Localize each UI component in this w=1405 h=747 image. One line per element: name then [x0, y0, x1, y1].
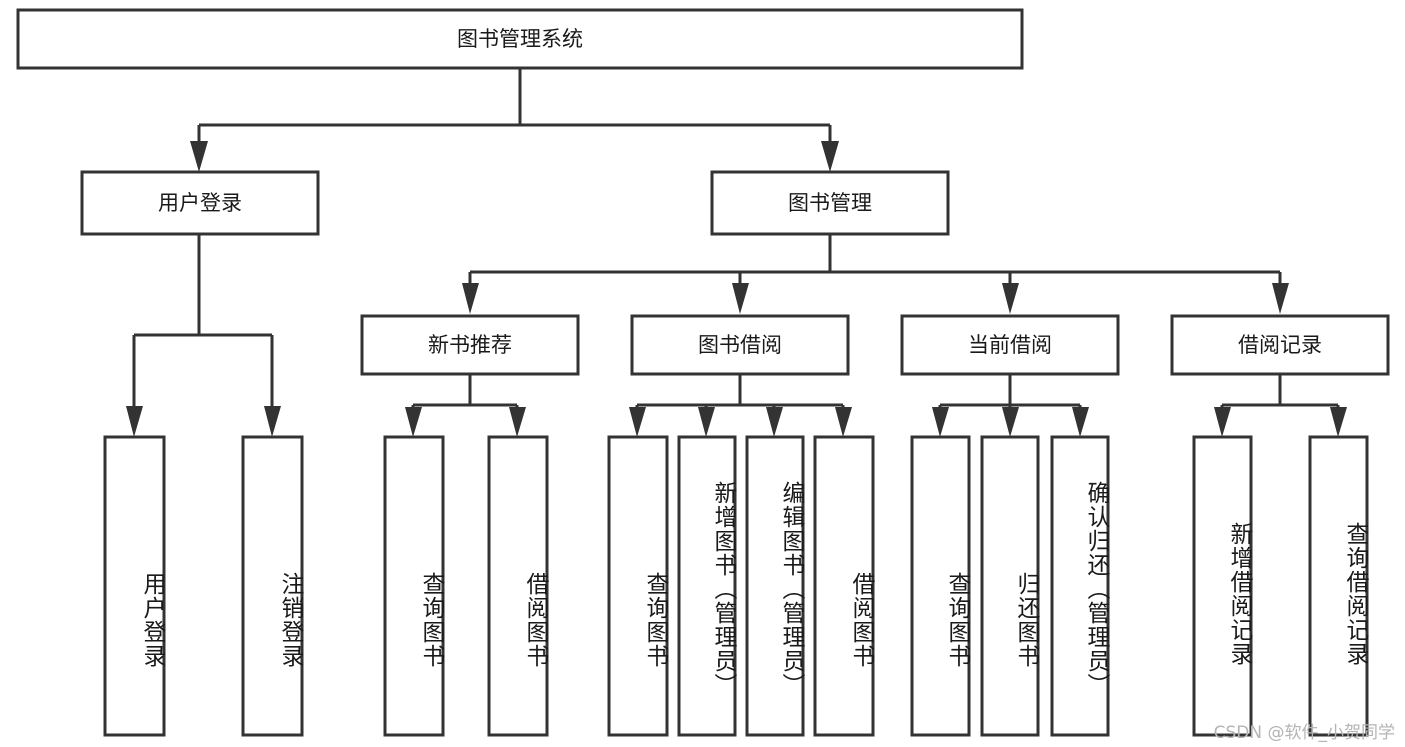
- node-label-leaf-query-book-1: 查询图书: [418, 572, 444, 668]
- node-box-leaf-query-borrow-record[interactable]: [1308, 435, 1369, 737]
- arrow-current-l1: [932, 407, 949, 437]
- node-label-leaf-return-book: 归还图书: [1013, 572, 1039, 668]
- arrow-userlogin-leaf1: [126, 406, 143, 437]
- arrow-borrow-l1: [629, 407, 646, 437]
- node-label-current-borrow: 当前借阅: [968, 333, 1052, 357]
- arrow-records-l2: [1330, 407, 1347, 437]
- arrow-newbook-l1: [405, 407, 422, 437]
- node-box-leaf-borrow-book-2[interactable]: [813, 435, 875, 737]
- node-label-leaf-borrow-book-1: 借阅图书: [522, 572, 548, 668]
- arrow-userlogin-leaf2: [264, 406, 281, 437]
- node-box-new-book-recommend[interactable]: [360, 314, 580, 376]
- watermark-text: CSDN @软件_小贺同学: [1213, 723, 1395, 743]
- connector-group-current: [932, 374, 1089, 437]
- node-label-leaf-query-book-2: 查询图书: [642, 572, 668, 668]
- node-label-leaf-edit-book-admin: 编辑图书（管理员）: [778, 481, 804, 697]
- node-box-leaf-query-book-2[interactable]: [607, 435, 669, 737]
- arrow-bookmgmt-c1: [462, 283, 479, 314]
- node-box-leaf-return-book[interactable]: [980, 435, 1040, 737]
- node-box-leaf-add-book-admin[interactable]: [677, 435, 737, 737]
- node-box-current-borrow[interactable]: [900, 314, 1120, 376]
- node-box-leaf-add-borrow-record[interactable]: [1192, 435, 1253, 737]
- arrow-bookmgmt-c2: [732, 283, 749, 314]
- connector-group-bookmgmt: [462, 234, 1289, 314]
- arrow-borrow-l3: [766, 407, 783, 437]
- node-box-book-borrow[interactable]: [630, 314, 850, 376]
- node-label-book-management: 图书管理: [788, 191, 872, 215]
- node-label-user-login: 用户登录: [158, 191, 242, 215]
- node-label-leaf-confirm-return-admin: 确认归还（管理员）: [1083, 481, 1109, 697]
- connector-group-userlogin: [126, 234, 281, 437]
- node-label-root: 图书管理系统: [457, 27, 583, 51]
- arrow-current-l3: [1072, 407, 1089, 437]
- node-box-leaf-logout[interactable]: [241, 435, 304, 737]
- connector-group-root: [190, 68, 839, 172]
- node-box-leaf-edit-book-admin[interactable]: [745, 435, 805, 737]
- arrow-bookmgmt-c3: [1002, 283, 1019, 314]
- node-label-leaf-query-book-3: 查询图书: [944, 572, 970, 668]
- node-box-user-login[interactable]: [80, 170, 320, 236]
- node-label-leaf-user-login: 用户登录: [139, 572, 165, 668]
- connector-group-records: [1214, 374, 1347, 437]
- arrow-current-l2: [1002, 407, 1019, 437]
- arrow-newbook-l2: [509, 407, 526, 437]
- arrow-root-to-bookmgmt: [821, 141, 839, 172]
- node-box-leaf-confirm-return-admin[interactable]: [1050, 435, 1110, 737]
- node-label-leaf-add-borrow-record: 新增借阅记录: [1226, 521, 1252, 666]
- connector-group-borrow: [629, 374, 852, 437]
- node-box-leaf-query-book-1[interactable]: [383, 435, 445, 737]
- node-label-leaf-add-book-admin: 新增图书（管理员）: [710, 481, 736, 697]
- arrow-borrow-l4: [835, 407, 852, 437]
- arrow-root-to-userlogin: [190, 141, 208, 172]
- node-box-leaf-query-book-3[interactable]: [910, 435, 971, 737]
- node-box-root[interactable]: [16, 8, 1024, 70]
- arrow-records-l1: [1214, 407, 1231, 437]
- connector-group-newbook: [405, 374, 526, 437]
- arrow-borrow-l2: [698, 407, 715, 437]
- node-label-leaf-query-borrow-record: 查询借阅记录: [1342, 521, 1368, 666]
- node-box-book-management[interactable]: [710, 170, 950, 236]
- node-label-book-borrow: 图书借阅: [698, 333, 782, 357]
- node-label-borrow-records: 借阅记录: [1238, 333, 1322, 357]
- node-box-borrow-records[interactable]: [1170, 314, 1390, 376]
- node-label-leaf-logout: 注销登录: [277, 572, 303, 668]
- arrow-bookmgmt-c4: [1272, 283, 1289, 314]
- node-box-leaf-borrow-book-1[interactable]: [487, 435, 549, 737]
- node-box-leaf-user-login[interactable]: [103, 435, 166, 737]
- node-label-leaf-borrow-book-2: 借阅图书: [848, 572, 874, 668]
- node-label-new-book-recommend: 新书推荐: [428, 333, 512, 357]
